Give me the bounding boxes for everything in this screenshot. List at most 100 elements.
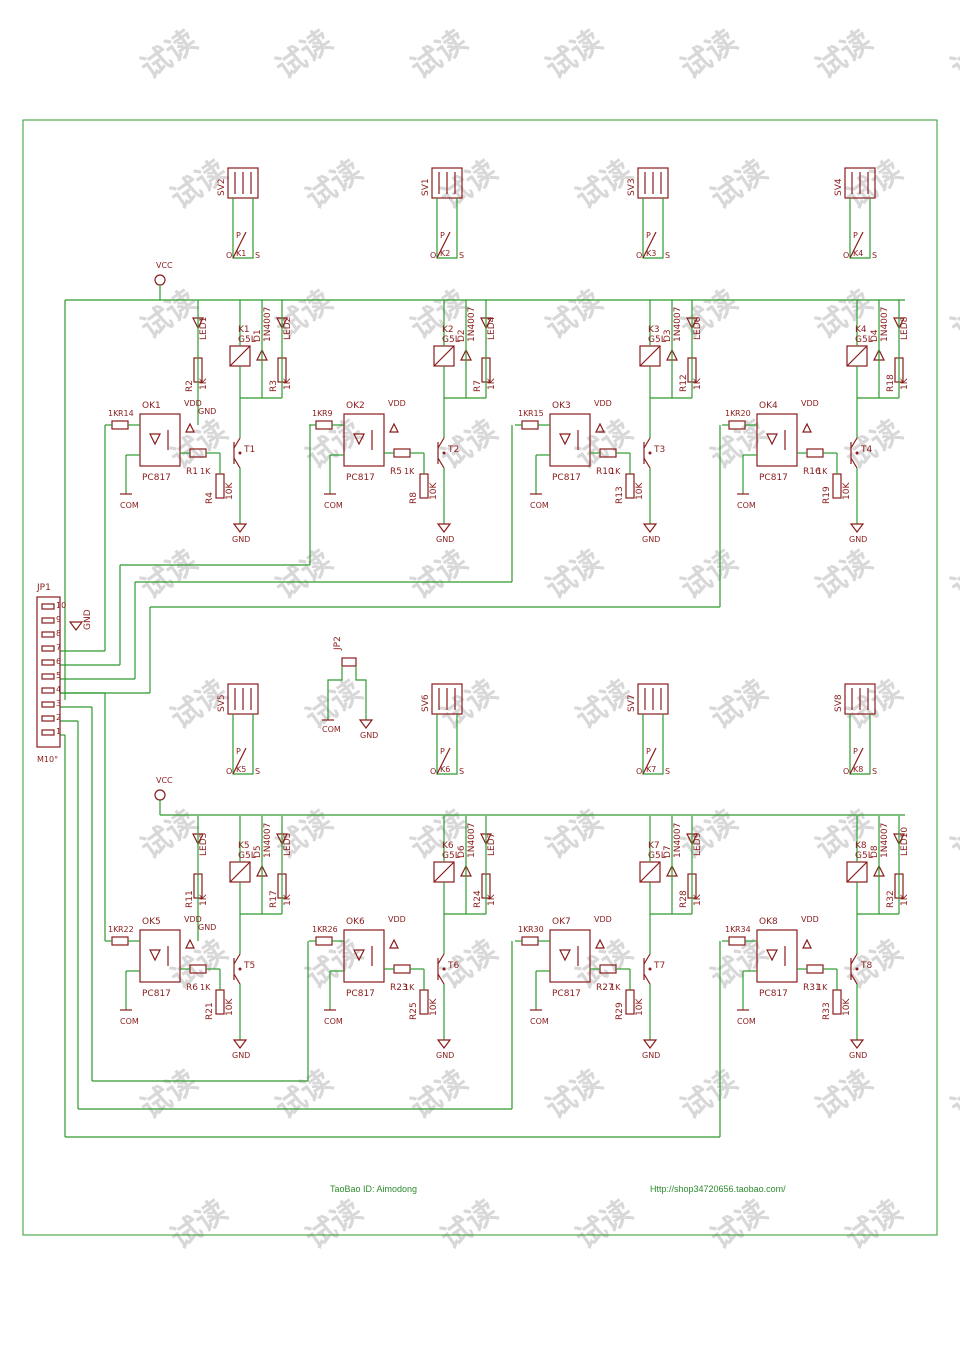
led2-resistor-label: R18 [886, 374, 896, 392]
base-resistor-label: R10 [596, 467, 614, 477]
switch-label: K7 [646, 765, 656, 774]
relay-label: K1 [238, 325, 250, 335]
relay-type: G5L [442, 851, 460, 861]
watermark-text: 试读 [705, 1193, 774, 1256]
watermark-text: 试读 [435, 933, 504, 996]
led2-resistor-value: 1K [900, 893, 910, 906]
vdd-arrow-icon [389, 422, 399, 433]
input-resistor-value: 1K [518, 925, 529, 934]
sv-label: SV4 [834, 178, 844, 196]
opto-label: OK2 [346, 401, 365, 411]
vdd-label: VDD [388, 399, 406, 408]
transistor-emitter [437, 457, 445, 469]
sv-label: SV7 [627, 694, 637, 712]
base-resistor [806, 448, 824, 458]
sv-connector [844, 683, 876, 715]
header-pin-number: 2 [56, 713, 61, 722]
opto-type: PC817 [346, 989, 375, 999]
connector-label: M10° [37, 755, 58, 764]
junction [442, 451, 446, 455]
pulldown-label: R13 [615, 486, 625, 504]
opto-type: PC817 [142, 473, 171, 483]
base-resistor-value: 1K [610, 983, 621, 992]
relay-label: K7 [648, 841, 660, 851]
pulldown-label: R21 [205, 1002, 215, 1020]
switch-label: K4 [853, 249, 863, 258]
watermark-text: 试读 [135, 1063, 204, 1126]
jp2-label: JP2 [333, 636, 343, 651]
watermark-text: 试读 [705, 153, 774, 216]
junction [442, 967, 446, 971]
transistor-emitter [850, 457, 858, 469]
header-pin [41, 701, 55, 708]
pulldown-resistor [832, 473, 842, 499]
junction [648, 451, 652, 455]
relay-type: G5L [238, 335, 256, 345]
input-resistor-value: 1K [312, 925, 323, 934]
watermark-text: 试读 [270, 543, 339, 606]
switch-pin-p: P [646, 231, 651, 240]
switch-pin-o: O [430, 251, 436, 260]
watermark-text: 试读 [810, 543, 879, 606]
vdd-label: VDD [801, 399, 819, 408]
relay-type: G5L [648, 335, 666, 345]
header-pin-number: 9 [56, 615, 61, 624]
opto-led-icon [149, 949, 161, 962]
watermark-text: 试读 [435, 1193, 504, 1256]
base-resistor-label: R31 [803, 983, 821, 993]
relay-label: K2 [442, 325, 454, 335]
watermark-text: 试读 [945, 543, 960, 606]
input-resistor-label: R20 [735, 409, 751, 418]
base-resistor-value: 1K [817, 983, 828, 992]
header-pin [41, 687, 55, 694]
transistor-label: T5 [243, 961, 255, 971]
watermark-text: 试读 [435, 413, 504, 476]
watermark-text: 试读 [675, 803, 744, 866]
gnd-label: GND [232, 535, 250, 544]
switch-pin-o: O [226, 251, 232, 260]
transistor-collector [643, 953, 651, 965]
optocoupler [756, 929, 798, 983]
vdd-label: VDD [184, 915, 202, 924]
ground-symbol-icon [436, 1039, 452, 1049]
watermark-text: 试读 [705, 933, 774, 996]
sv-label: SV2 [217, 178, 227, 196]
relay-coil-mark [229, 861, 251, 883]
led2-resistor-value: 1K [693, 893, 703, 906]
switch-pin-p: P [646, 747, 651, 756]
input-resistor [315, 936, 333, 946]
ground-symbol-icon [232, 523, 248, 533]
led2-resistor-value: 1K [900, 377, 910, 390]
vdd-label: VDD [801, 915, 819, 924]
vdd-arrow-icon [802, 422, 812, 433]
opto-label: OK8 [759, 917, 778, 927]
watermark-text: 试读 [810, 23, 879, 86]
input-resistor-label: R34 [735, 925, 751, 934]
sv-connector [227, 683, 259, 715]
com-label: COM [324, 501, 343, 510]
switch-pin-o: O [636, 767, 642, 776]
transistor-emitter [643, 457, 651, 469]
vdd-arrow-icon [389, 938, 399, 949]
vdd-arrow-icon [185, 938, 195, 949]
transistor-label: T6 [447, 961, 459, 971]
relay-type: G5L [648, 851, 666, 861]
switch-pin-s: S [872, 251, 877, 260]
com-label: COM [530, 1017, 549, 1026]
pulldown-value: 10K [225, 482, 235, 500]
base-resistor-label: R27 [596, 983, 614, 993]
switch-contact [642, 231, 657, 259]
relay-coil-mark [846, 861, 868, 883]
watermark-text: 试读 [300, 933, 369, 996]
watermark-text: 试读 [840, 1193, 909, 1256]
pulldown-value: 10K [635, 482, 645, 500]
junction [238, 967, 242, 971]
diode-value: 1N4007 [880, 823, 890, 858]
ground-symbol-icon [358, 719, 374, 729]
sv-connector [637, 683, 669, 715]
switch-pin-s: S [872, 767, 877, 776]
pulldown-value: 10K [635, 998, 645, 1016]
